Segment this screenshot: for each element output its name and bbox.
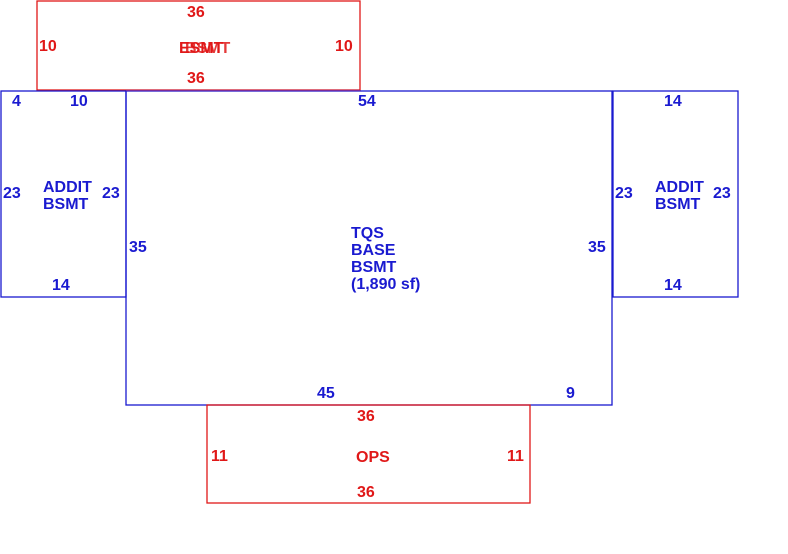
- base-dim-bottom-b: 9: [566, 385, 575, 402]
- base-area: (1,890 sf): [351, 276, 420, 293]
- base-label-line2: BASE: [351, 242, 396, 259]
- right-addit-label-line1: ADDIT: [655, 179, 704, 196]
- left-addit-dim-top: 10: [70, 93, 88, 110]
- ops-label: OPS: [356, 449, 390, 466]
- top-overlay-label-a: ESMT: [179, 40, 224, 57]
- top-overlay-dim-right: 10: [335, 38, 353, 55]
- ops-outline: [206, 404, 531, 504]
- base-label-line3: BSMT: [351, 259, 397, 276]
- left-addit-dim-left: 23: [3, 185, 21, 202]
- top-overlay-dim-top: 36: [187, 4, 205, 21]
- right-addit-dim-top: 14: [664, 93, 682, 110]
- base-label-line1: TQS: [351, 225, 384, 242]
- right-addit-outline: [612, 90, 739, 298]
- left-addit-dim-bottom: 14: [52, 277, 70, 294]
- left-addit-label-line2: BSMT: [43, 196, 89, 213]
- left-addit-dim-top-left: 4: [12, 93, 21, 110]
- base-dim-right: 35: [588, 239, 606, 256]
- right-addit-dim-left: 23: [615, 185, 633, 202]
- base-dim-bottom-a: 45: [317, 385, 335, 402]
- left-addit-dim-right: 23: [102, 185, 120, 202]
- base-dim-top: 54: [358, 93, 376, 110]
- top-overlay-label-b: BSMT: [185, 40, 231, 57]
- base-dim-left: 35: [129, 239, 147, 256]
- top-overlay-dim-bottom: 36: [187, 70, 205, 87]
- ops-dim-right: 11: [507, 448, 524, 465]
- left-addit-label-line1: ADDIT: [43, 179, 92, 196]
- right-addit-dim-bottom: 14: [664, 277, 682, 294]
- top-overlay-dim-left: 10: [39, 38, 57, 55]
- ops-dim-bottom: 36: [357, 484, 375, 501]
- ops-dim-top: 36: [357, 408, 375, 425]
- ops-dim-left: 11: [211, 448, 228, 465]
- right-addit-dim-right: 23: [713, 185, 731, 202]
- right-addit-label-line2: BSMT: [655, 196, 701, 213]
